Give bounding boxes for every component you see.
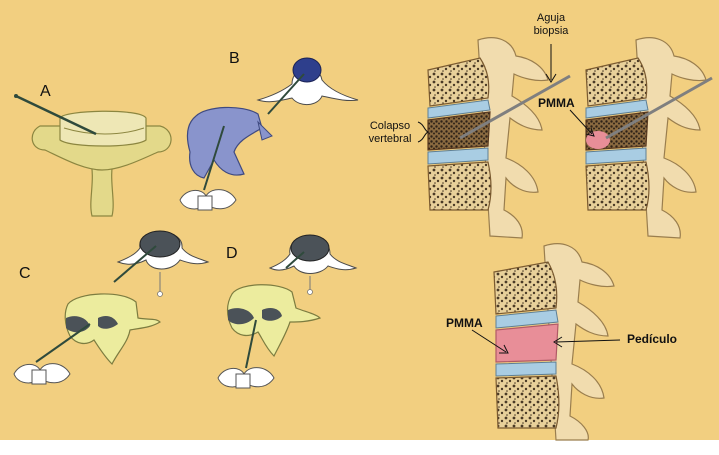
panel-label-b: B	[229, 50, 240, 67]
panel-c-axial-small	[113, 230, 210, 297]
panel-label-d: D	[226, 245, 238, 262]
bottom-margin	[0, 440, 719, 455]
label-pmma-top: PMMA	[538, 96, 575, 110]
label-needle: Aguja biopsia	[528, 12, 574, 38]
panel-c-oblique-vertebra	[13, 293, 161, 385]
label-needle-line1: Aguja	[536, 12, 566, 24]
label-collapse-line2: vertebral	[368, 133, 412, 145]
panel-label-c: C	[19, 265, 31, 282]
panel-a-vertebra	[14, 94, 172, 217]
spine-pmma-filled	[493, 243, 615, 441]
spine-pmma-injection	[585, 37, 713, 239]
label-pedicle: Pedículo	[627, 332, 678, 346]
label-needle-line2: biopsia	[533, 25, 569, 37]
panel-d-oblique-vertebra	[217, 284, 322, 389]
label-pmma-bottom: PMMA	[446, 316, 483, 330]
panel-b-oblique-vertebra	[179, 106, 273, 211]
panel-d-axial-small	[268, 234, 358, 295]
panel-label-a: A	[40, 83, 51, 100]
label-collapse: Colapso vertebral	[364, 120, 416, 146]
leader-lines	[417, 44, 621, 354]
spine-collapse	[427, 37, 571, 239]
label-collapse-line1: Colapso	[369, 120, 411, 132]
panel-b-axial-small	[256, 57, 359, 115]
